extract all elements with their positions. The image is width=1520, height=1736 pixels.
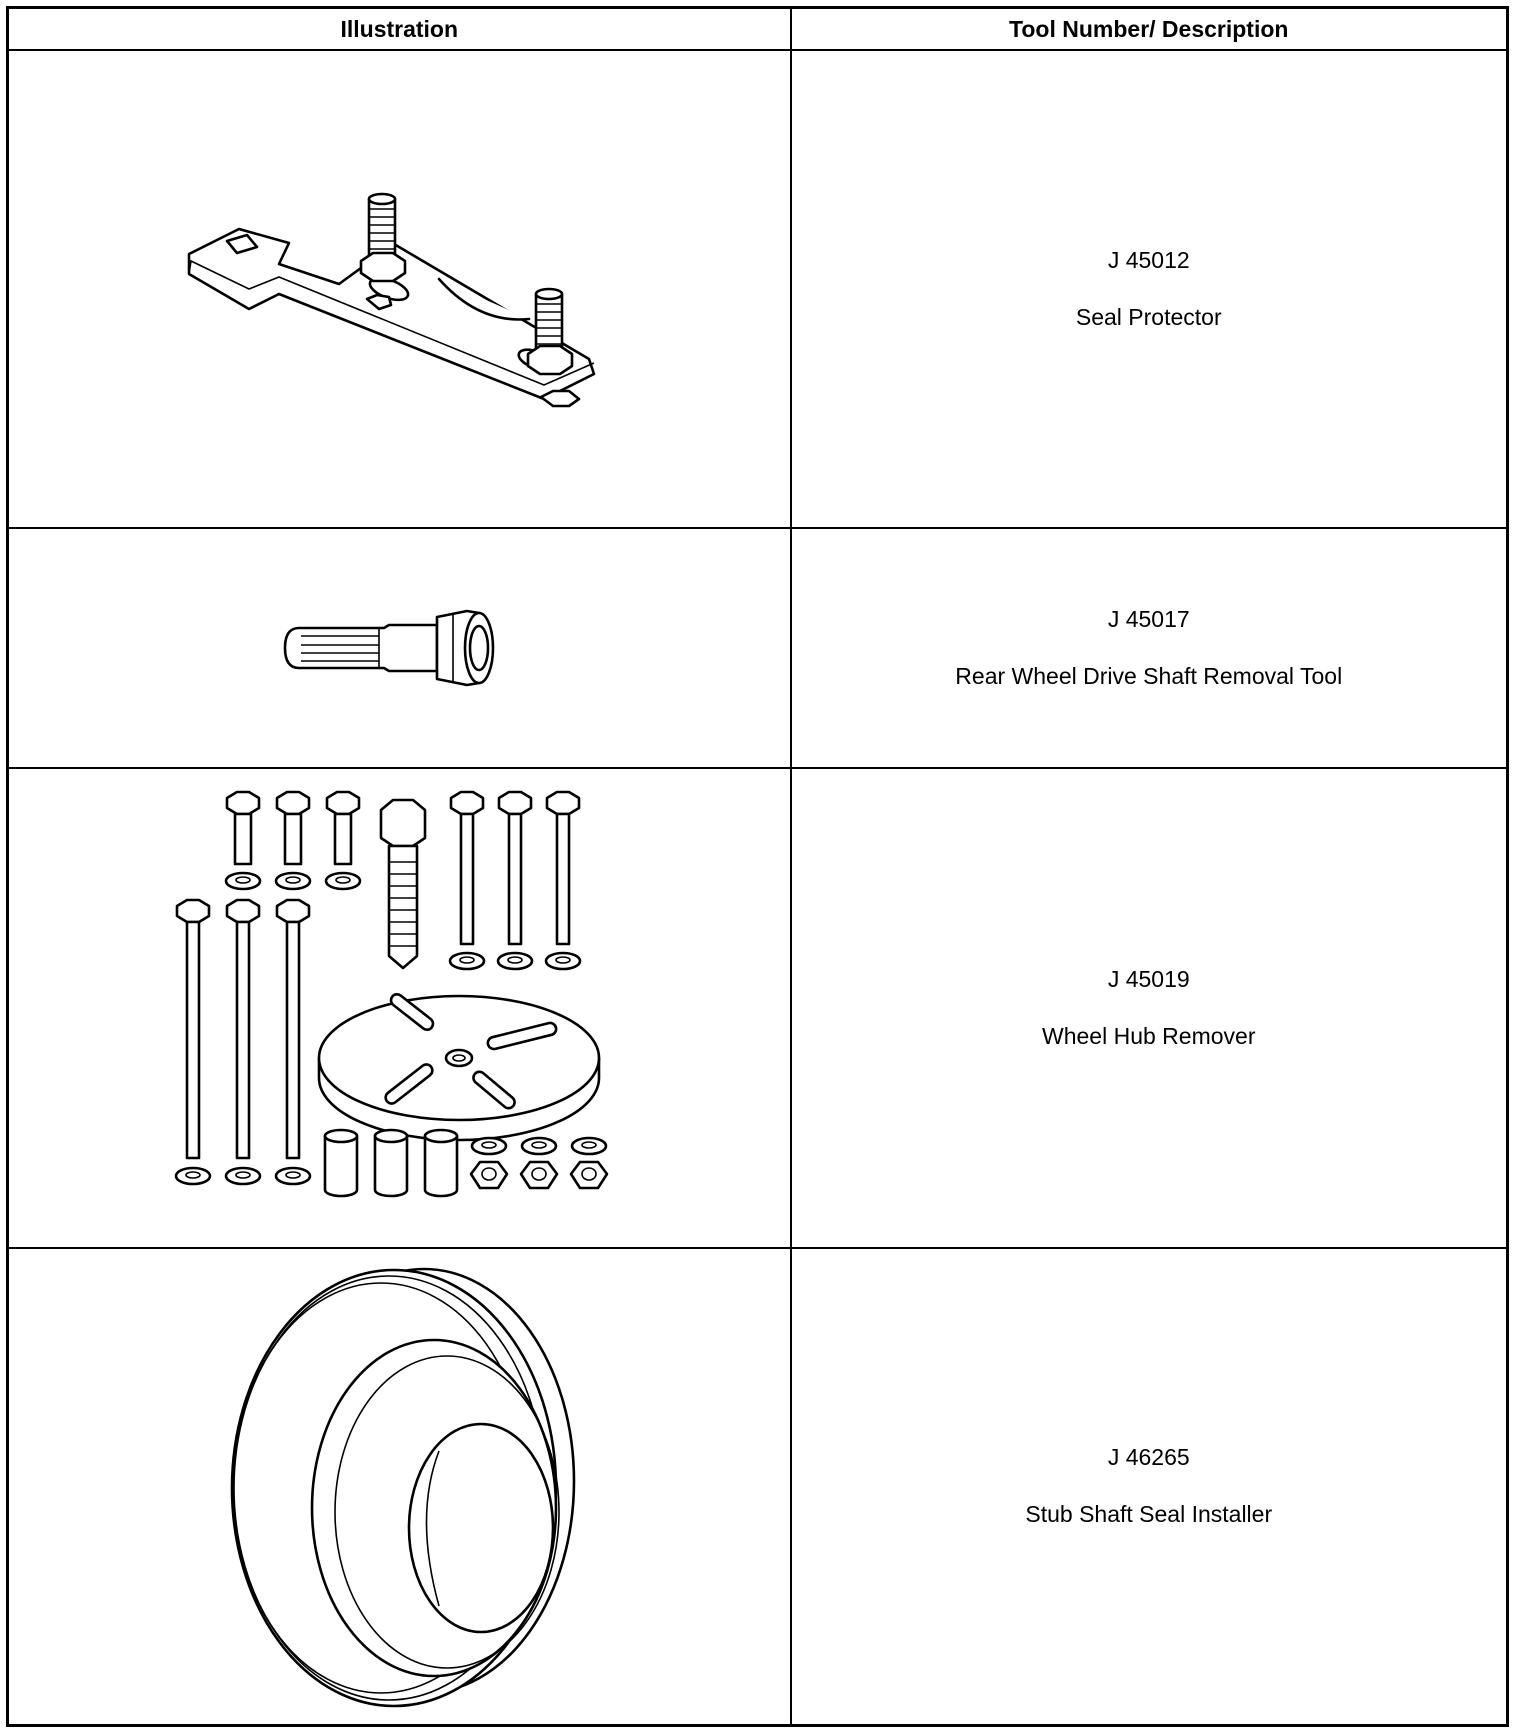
description-header: Tool Number/ Description (789, 6, 1509, 51)
description-cell: J 45019 Wheel Hub Remover (789, 767, 1509, 1249)
description-cell: J 46265 Stub Shaft Seal Installer (789, 1247, 1509, 1726)
wheel-hub-remover-kit-icon (174, 790, 609, 1198)
tool-name: Seal Protector (1075, 304, 1222, 330)
tool-number: J 45017 (1107, 606, 1190, 632)
table-row: J 45017 Rear Wheel Drive Shaft Removal T… (6, 527, 1509, 769)
illustration-cell (6, 49, 792, 529)
tool-number: J 46265 (1107, 1444, 1190, 1471)
illustration-cell (6, 527, 792, 769)
table-row: J 45019 Wheel Hub Remover (6, 767, 1509, 1249)
table-row: J 45012 Seal Protector (6, 49, 1509, 529)
seal-installer-ring-icon (230, 1267, 576, 1708)
tool-number: J 45012 (1107, 247, 1190, 273)
tool-name: Rear Wheel Drive Shaft Removal Tool (955, 663, 1343, 689)
illustration-cell (6, 1247, 792, 1726)
description-cell: J 45012 Seal Protector (789, 49, 1509, 529)
table-row: J 46265 Stub Shaft Seal Installer (6, 1247, 1509, 1726)
tool-number: J 45019 (1107, 966, 1190, 992)
illustration-cell (6, 767, 792, 1249)
header-row: Illustration Tool Number/ Description (6, 6, 1509, 51)
description-cell: J 45017 Rear Wheel Drive Shaft Removal T… (789, 527, 1509, 769)
tool-name: Wheel Hub Remover (1042, 1023, 1256, 1049)
illustration-header: Illustration (6, 6, 792, 51)
tool-name: Stub Shaft Seal Installer (1025, 1501, 1273, 1528)
tool-table: Illustration Tool Number/ Description (6, 6, 1509, 1727)
seal-protector-bracket-icon (187, 192, 596, 408)
drive-shaft-removal-tool-icon (283, 609, 495, 687)
